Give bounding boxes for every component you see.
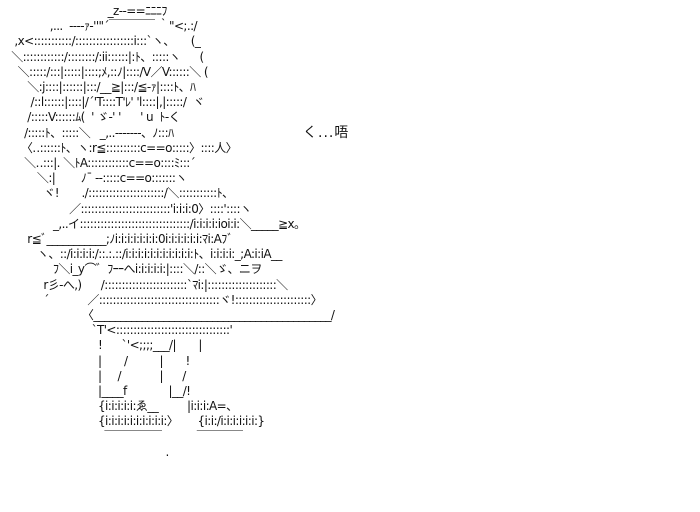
art-line: ヾ! ./::::::::::::::::::::::/＼:::::::::::…	[8, 186, 234, 201]
art-line: ´ ／:::::::::::::::::::::::::::::::::::ヾ!…	[8, 292, 322, 307]
ascii-art-character: _z‐‐==ﾆﾆﾆﾌ ,... ‐‐‐‐ｧ‐''"´￣￣￣￣ ｀"<;.:/ ,…	[8, 4, 335, 460]
art-line: {i:i:i:i:i:ゑ__ |i:i:i:A=、	[8, 399, 238, 414]
art-line: /::l::::::|::::|/´'T::::T'ﾚ' 'l::::|,|::…	[8, 95, 205, 110]
art-line: | / | !	[8, 353, 190, 368]
art-line: ￣￣￣￣￣ ￣￣￣￣	[8, 429, 243, 444]
art-line: ,x<:::::::::::/:::::::::::::::::i:::`ヽ、 …	[8, 34, 201, 49]
art-line: ,... ‐‐‐‐ｧ‐''"´￣￣￣￣ ｀"<;.:/	[8, 19, 198, 34]
art-line: | / | /	[8, 368, 186, 383]
art-line: ＼:::::/:::|:::::|::::;ﾒ,::ﾉ|::::/V／V::::…	[8, 64, 209, 79]
art-line: ／::::::::::::::::::::::::::'i:i:i:0〉::::…	[8, 201, 252, 216]
art-line: ﾌ＼i_y⌒゛ﾌｰｰへi:i:i:i:i:|::::＼/::＼ゞ、ニヲ	[8, 262, 262, 277]
art-line: ＼‥:::|. ＼ﾄA::::::::::::c==o::::ﾐ:::´	[8, 156, 196, 171]
art-line: r彡-へ,) /::::::::::::::::::::::::`ﾏi:|:::…	[8, 277, 288, 292]
art-line: ＼::::::::::::/::::::::/:ii::::::|:ﾄ、::::…	[8, 49, 204, 64]
art-line: _z‐‐==ﾆﾆﾆﾌ	[8, 4, 168, 18]
art-line: ＼:j::::|::::::|:::/__≧|:::/≦-ｧ|::::ﾄ、ﾊ	[8, 80, 196, 95]
speech-text: く...唔	[303, 125, 350, 141]
art-line: `T'<:::::::::::::::::::::::::::::::::'	[8, 323, 233, 338]
art-line: /:::::ﾄ、:::::＼ _,..-‐‐‐‐‐-、ﾉ:::ﾊ	[8, 125, 174, 140]
art-line: r≦ﾞ___________;ﾉi:i:i:i:i:i:i:0i:i:i:i:i…	[8, 232, 233, 247]
art-line: 〈_______________________________________…	[8, 308, 335, 323]
art-line: ヽ、::/i:i:i:i:/::.:.::/i:i:i:i:i:i:i:i:i:…	[8, 247, 282, 262]
art-line: /:::::V::::::ﾑ( ' ゞ-' ' ' u ﾄ-く	[8, 110, 180, 125]
art-line: ! `'<;;;;___/| |	[8, 338, 202, 353]
art-line: .	[8, 444, 170, 459]
art-line: |____f |__/!	[8, 384, 191, 399]
art-line: {i:i:i:i:i:i:i:i:i:i:〉 {i:i:/i:i:i:i:i:i…	[8, 414, 265, 429]
art-line: ＼:| ﾉ¯ ‐‐:::::c==o:::::::ヽ	[8, 171, 187, 186]
art-line: 〈‥::::::ﾄ、ヽ:r≦::::::::::c==o:::::〉::::人〉	[8, 140, 238, 155]
art-line: _,..イ::::::::::::::::::::::::::::::::/i:…	[8, 216, 306, 231]
